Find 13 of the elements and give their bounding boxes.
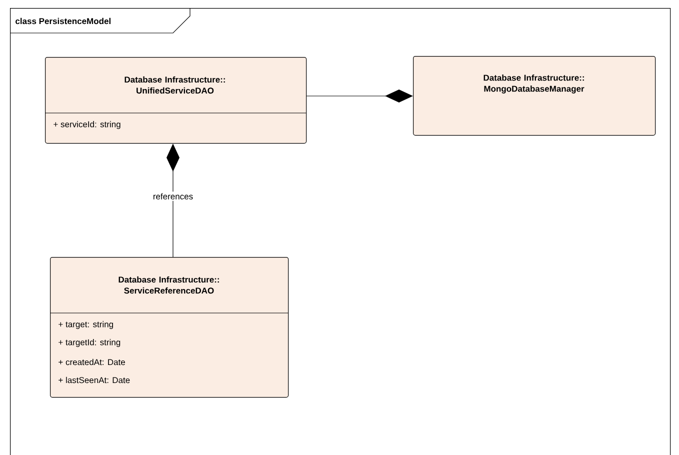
attribute: + serviceId: string [54, 121, 120, 129]
class-name: Database Infrastructure:: ServiceReferenceDAO [118, 276, 219, 294]
class-box [413, 56, 656, 136]
class-name: Database Infrastructure:: MongoDatabaseManager [484, 74, 584, 94]
attribute: + createdAt: Date [58, 358, 125, 366]
edge-label: references [151, 192, 195, 201]
class-name: Database Infrastructure:: UnifiedServiceDAO [124, 76, 225, 94]
attribute: + lastSeenAt: Date [58, 376, 130, 384]
class-box [44, 57, 307, 144]
composition-line [306, 90, 413, 102]
attribute: + targetId: string [58, 339, 120, 347]
class-box [50, 257, 289, 398]
attribute: + target: string [58, 321, 114, 329]
